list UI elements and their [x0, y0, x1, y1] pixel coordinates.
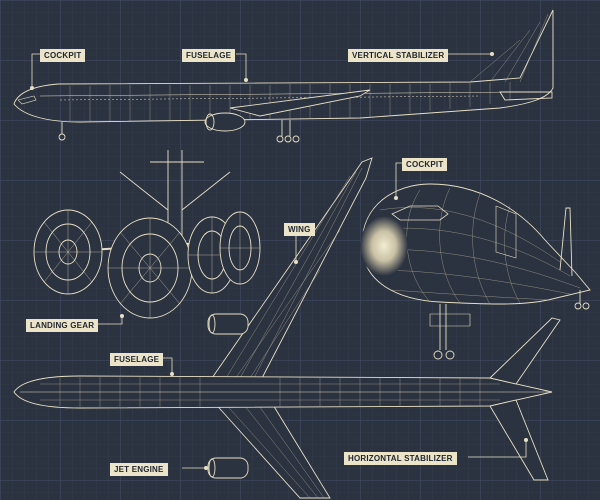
gear-wheel-front-left — [107, 217, 193, 319]
front-landing-gear — [433, 290, 590, 360]
leader-fuselage-side — [236, 53, 247, 80]
side-cockpit-window — [17, 95, 37, 105]
landing-gear-assembly — [33, 150, 261, 319]
front-door — [495, 205, 517, 259]
top-horizontal-stabilizer-upper — [489, 317, 561, 385]
top-jet-engine-upper — [207, 313, 249, 335]
leader-cockpit-front — [395, 162, 402, 198]
label-cockpit-side: COCKPIT — [40, 49, 86, 62]
front-nose-cone — [360, 216, 408, 276]
side-fuselage-midline — [39, 91, 521, 97]
side-wing — [229, 89, 371, 117]
top-jet-engine-lower — [207, 457, 249, 479]
front-view-aircraft — [360, 183, 591, 360]
label-wing: WING — [284, 223, 315, 236]
front-underwing-pod — [429, 313, 471, 327]
top-view-aircraft — [13, 157, 561, 499]
side-tail-plane — [499, 91, 553, 101]
gear-strut — [119, 150, 231, 240]
side-landing-gear — [58, 120, 300, 143]
front-cockpit-windows — [391, 205, 449, 221]
label-jet-engine: JET ENGINE — [110, 463, 168, 476]
top-fuselage-ribs — [40, 377, 500, 407]
gear-wheel-rear-left — [33, 209, 103, 295]
side-engine-intake — [205, 113, 215, 131]
label-cockpit-front: COCKPIT — [402, 158, 448, 171]
label-landing-gear: LANDING GEAR — [26, 319, 99, 332]
label-fuselage-top: FUSELAGE — [110, 353, 164, 366]
label-horizontal-stabilizer: HORIZONTAL STABILIZER — [344, 452, 457, 465]
leader-horizontal-stabilizer — [468, 440, 527, 458]
gear-wheel-front-right — [219, 211, 261, 285]
front-fuselage-body — [361, 183, 591, 305]
side-view-aircraft — [13, 9, 554, 143]
label-fuselage-side: FUSELAGE — [182, 49, 236, 62]
leader-landing-gear — [98, 316, 123, 325]
front-vertical-stabilizer — [559, 207, 573, 277]
leader-fuselage-top — [160, 357, 173, 374]
side-engine — [204, 112, 246, 132]
top-horizontal-stabilizer-lower — [489, 399, 549, 481]
label-vertical-stabilizer: VERTICAL STABILIZER — [348, 49, 449, 62]
top-wing-ribs — [221, 167, 363, 499]
leader-cockpit-side — [31, 53, 40, 88]
side-fuselage-ribs — [69, 13, 549, 121]
